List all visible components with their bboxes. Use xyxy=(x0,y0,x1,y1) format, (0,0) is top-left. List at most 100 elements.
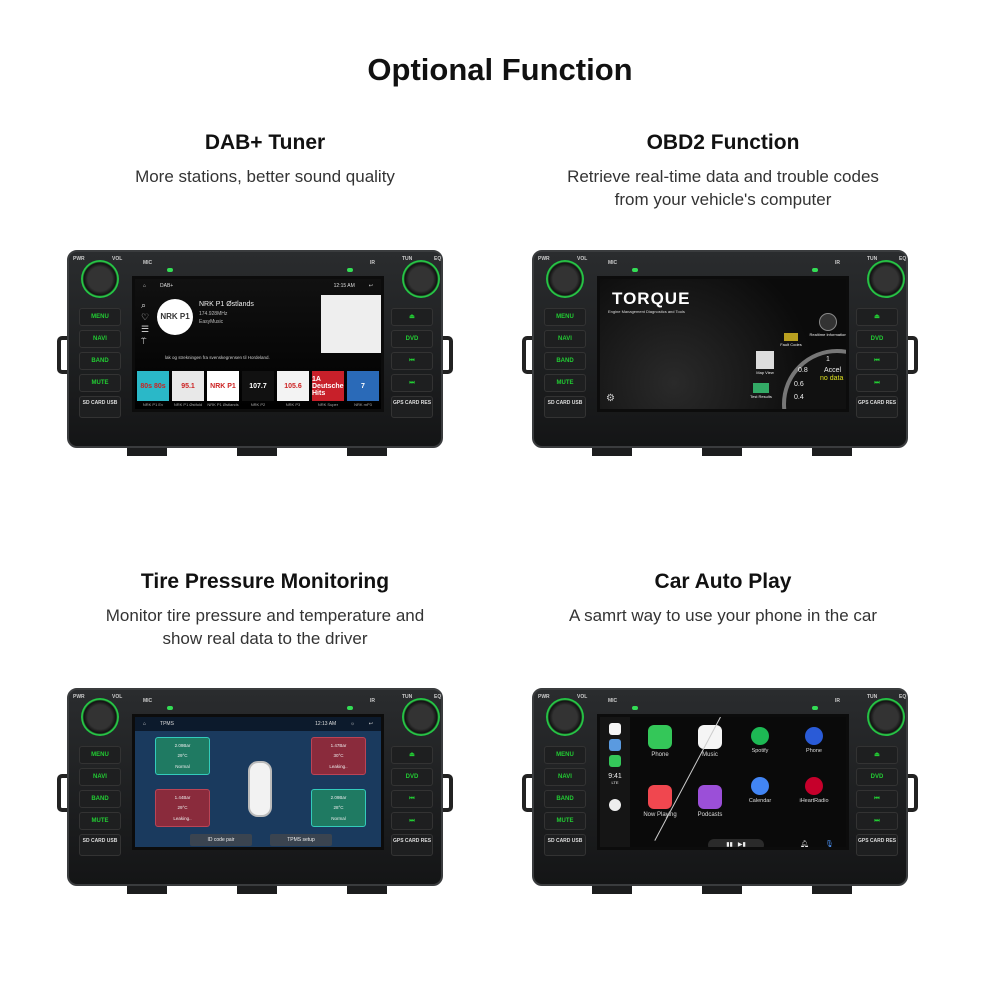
mic-label: MIC xyxy=(143,698,153,704)
tpms-setup-button[interactable]: TPMS setup xyxy=(270,834,332,846)
microphone-icon[interactable]: 🎙︎ xyxy=(825,841,834,848)
mute-button[interactable]: MUTE xyxy=(79,812,121,830)
auto-app[interactable]: Phone xyxy=(794,727,834,754)
station-tile[interactable]: 80s 80s xyxy=(137,371,169,401)
eject-button[interactable]: ⏏ xyxy=(856,746,898,764)
dvd-button[interactable]: DVD xyxy=(391,768,433,786)
prev-button[interactable]: ⏮ xyxy=(856,352,898,370)
carplay-app[interactable]: Phone xyxy=(640,725,680,758)
volume-knob[interactable] xyxy=(81,260,119,298)
gauge-tick-label: 0.6 xyxy=(794,381,804,388)
app-subtitle: Engine Management Diagnostics and Tools xyxy=(608,309,685,314)
volume-knob[interactable] xyxy=(81,698,119,736)
menu-button[interactable]: MENU xyxy=(544,746,586,764)
tune-knob[interactable] xyxy=(867,260,905,298)
station-tile[interactable]: 7 xyxy=(347,371,379,401)
band-button[interactable]: BAND xyxy=(79,790,121,808)
tire-temperature: 28°C xyxy=(333,805,344,811)
next-button[interactable]: ⏭ xyxy=(391,374,433,392)
auto-app[interactable]: Calendar xyxy=(740,777,780,804)
station-tile[interactable]: 95.1 xyxy=(172,371,204,401)
phone-dock-icon[interactable] xyxy=(609,755,621,767)
next-button[interactable]: ⏭ xyxy=(391,812,433,830)
eject-button[interactable]: ⏏ xyxy=(391,308,433,326)
carplay-app[interactable]: Music xyxy=(690,725,730,758)
station-tile[interactable]: NRK P1 xyxy=(207,371,239,401)
back-icon[interactable]: ↩ xyxy=(368,721,373,727)
maps-dock-icon[interactable] xyxy=(609,739,621,751)
gps-card-reset[interactable]: GPS CARD RES xyxy=(856,834,898,856)
mute-button[interactable]: MUTE xyxy=(79,374,121,392)
band-button[interactable]: BAND xyxy=(79,352,121,370)
mute-button[interactable]: MUTE xyxy=(544,812,586,830)
home-icon[interactable]: ⌂ xyxy=(143,721,147,727)
bell-icon[interactable]: 🔔︎ xyxy=(800,841,809,848)
volume-knob[interactable] xyxy=(546,698,584,736)
antenna-icon[interactable]: ⍡ xyxy=(141,336,147,346)
head-unit-obd2: PWR VOL MIC IR TUN EQ MENU NAVI BAND MUT… xyxy=(522,246,918,456)
prev-button[interactable]: ⏮ xyxy=(856,790,898,808)
back-icon[interactable]: ↩ xyxy=(368,283,373,289)
section-title: Tire Pressure Monitoring xyxy=(140,570,390,593)
media-controls[interactable]: ▮▮ ▶▮ xyxy=(708,839,764,847)
menu-button[interactable]: MENU xyxy=(544,308,586,326)
gps-card-reset[interactable]: GPS CARD RES xyxy=(391,396,433,418)
head-unit-dab: PWR VOL MIC IR TUN EQ MENU NAVI BAND MUT… xyxy=(57,246,453,456)
eject-button[interactable]: ⏏ xyxy=(391,746,433,764)
navi-button[interactable]: NAVI xyxy=(544,330,586,348)
list-icon[interactable]: ☰ xyxy=(141,324,150,334)
tune-knob[interactable] xyxy=(867,698,905,736)
menu-button[interactable]: MENU xyxy=(79,308,121,326)
auto-app[interactable]: iHeartRadio xyxy=(794,777,834,804)
dvd-button[interactable]: DVD xyxy=(856,330,898,348)
navi-button[interactable]: NAVI xyxy=(544,768,586,786)
next-button[interactable]: ⏭ xyxy=(856,812,898,830)
app-icon xyxy=(751,777,769,795)
mute-button[interactable]: MUTE xyxy=(544,374,586,392)
sd-card-usb-slot[interactable]: SD CARD USB xyxy=(544,834,586,856)
gps-card-reset[interactable]: GPS CARD RES xyxy=(391,834,433,856)
carplay-app[interactable]: Now Playing xyxy=(640,785,680,818)
settings-gear-icon[interactable]: ⚙ xyxy=(606,393,615,404)
tune-knob[interactable] xyxy=(402,260,440,298)
next-button[interactable]: ⏭ xyxy=(856,374,898,392)
map-view-button[interactable]: Map View xyxy=(750,351,780,375)
id-code-pair-button[interactable]: ID code pair xyxy=(190,834,252,846)
volume-knob[interactable] xyxy=(546,260,584,298)
dvd-button[interactable]: DVD xyxy=(391,330,433,348)
band-button[interactable]: BAND xyxy=(544,790,586,808)
auto-app[interactable]: Spotify xyxy=(740,727,780,754)
station-tile[interactable]: 107.7 xyxy=(242,371,274,401)
sd-card-usb-slot[interactable]: SD CARD USB xyxy=(79,396,121,418)
indicator-led xyxy=(347,706,353,710)
fault-codes-button[interactable]: Fault Codes xyxy=(776,333,806,347)
tune-knob[interactable] xyxy=(402,698,440,736)
music-dock-icon[interactable] xyxy=(609,723,621,735)
carplay-app[interactable]: Podcasts xyxy=(690,785,730,818)
navi-button[interactable]: NAVI xyxy=(79,330,121,348)
menu-button[interactable]: MENU xyxy=(79,746,121,764)
band-button[interactable]: BAND xyxy=(544,352,586,370)
sd-card-usb-slot[interactable]: SD CARD USB xyxy=(544,396,586,418)
realtime-info-button[interactable]: Realtime Information xyxy=(808,313,846,337)
station-tile[interactable]: 1A Deutsche Hits xyxy=(312,371,344,401)
station-tile[interactable]: 105.6 xyxy=(277,371,309,401)
search-icon[interactable]: ⌕ xyxy=(141,300,147,310)
heart-icon[interactable]: ♡ xyxy=(141,312,150,322)
prev-button[interactable]: ⏮ xyxy=(391,790,433,808)
eq-label: EQ xyxy=(899,694,907,700)
brightness-icon[interactable]: ☼ xyxy=(350,721,355,727)
gps-card-reset[interactable]: GPS CARD RES xyxy=(856,396,898,418)
eject-button[interactable]: ⏏ xyxy=(856,308,898,326)
tire-status: Normal xyxy=(175,764,190,770)
home-button[interactable] xyxy=(609,799,621,811)
test-results-button[interactable]: Test Results xyxy=(746,383,776,399)
dvd-button[interactable]: DVD xyxy=(856,768,898,786)
prev-button[interactable]: ⏮ xyxy=(391,352,433,370)
clock: 12:15 AM xyxy=(333,283,355,289)
navi-button[interactable]: NAVI xyxy=(79,768,121,786)
sd-card-usb-slot[interactable]: SD CARD USB xyxy=(79,834,121,856)
home-icon[interactable]: ⌂ xyxy=(143,283,147,289)
source-label: DAB+ xyxy=(160,283,174,289)
